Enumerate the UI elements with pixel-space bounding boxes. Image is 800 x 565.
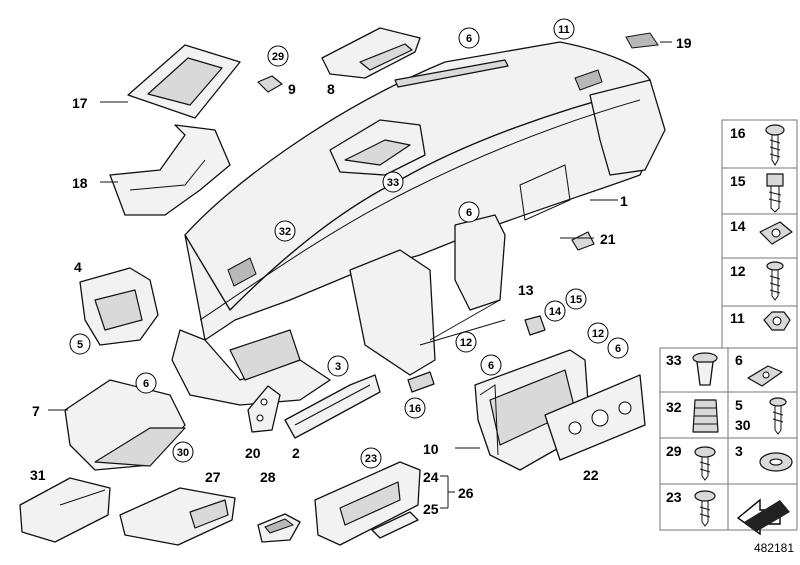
hardware-table: 16 15 14 12 11 33 6 32 5 30 29 3 23 [659, 119, 798, 536]
table-label-30: 30 [735, 417, 751, 433]
leader-lines [48, 41, 672, 509]
table-label-32: 32 [666, 399, 682, 415]
label-26: 26 [458, 485, 474, 501]
label-10: 10 [423, 441, 439, 457]
label-18: 18 [72, 175, 88, 191]
hardware-bits [407, 371, 435, 393]
circle-label-3: 3 [335, 361, 341, 373]
trim-frame-17 [127, 44, 241, 119]
control-unit-27 [119, 487, 236, 546]
bracket-18 [109, 124, 231, 216]
label-7: 7 [32, 403, 40, 419]
lower-dash-bracket [419, 214, 506, 346]
arrow-icon [736, 498, 790, 536]
table-label-5: 5 [735, 397, 743, 413]
cup-28 [257, 513, 301, 543]
table-label-12: 12 [730, 263, 746, 279]
clip-21 [571, 231, 595, 251]
circle-label-16: 16 [409, 403, 421, 415]
cover-8 [321, 27, 421, 79]
circle-label-6: 6 [466, 207, 472, 219]
circle-label-15: 15 [570, 294, 582, 306]
table-label-6: 6 [735, 352, 743, 368]
table-label-3: 3 [735, 443, 743, 459]
circle-label-12: 12 [592, 328, 604, 340]
trim-strip-2 [284, 374, 381, 439]
clip-9 [257, 75, 283, 93]
circle-label-12: 12 [460, 337, 472, 349]
label-22: 22 [583, 467, 599, 483]
vent-19 [625, 32, 659, 49]
bolt-icon [766, 173, 784, 213]
label-21: 21 [600, 231, 616, 247]
glovebox-7 [64, 379, 186, 471]
control-panel-22 [544, 374, 646, 461]
bracket-4 [79, 267, 159, 346]
label-20: 20 [245, 445, 261, 461]
clip-nut-icon [759, 221, 793, 245]
circle-label-6: 6 [466, 33, 472, 45]
screw-icon [694, 490, 716, 527]
label-31: 31 [30, 467, 46, 483]
label-27: 27 [205, 469, 221, 485]
table-label-33: 33 [666, 352, 682, 368]
bracket-13 [524, 315, 546, 336]
label-17: 17 [72, 95, 88, 111]
screw-icon [765, 124, 785, 166]
screw-icon [766, 261, 784, 301]
circle-label-11: 11 [558, 24, 570, 36]
screw-icon [769, 397, 787, 435]
screw-icon [694, 446, 716, 481]
label-2: 2 [292, 445, 300, 461]
circle-label-29: 29 [272, 51, 284, 63]
rivet-icon [692, 352, 718, 386]
label-1: 1 [620, 193, 628, 209]
circle-label-33: 33 [387, 177, 399, 189]
label-8: 8 [327, 81, 335, 97]
table-label-14: 14 [730, 218, 746, 234]
label-4: 4 [74, 259, 82, 275]
nut-icon [763, 311, 791, 331]
circled-labels: 6 11 29 33 32 6 5 3 6 16 12 6 14 15 12 6 [69, 18, 629, 469]
reference-number: 482181 [754, 541, 794, 555]
dashboard-panel [171, 41, 666, 406]
trim-plate-24 [314, 461, 421, 546]
airbag-31 [19, 477, 111, 543]
label-28: 28 [260, 469, 276, 485]
label-9: 9 [288, 81, 296, 97]
label-19: 19 [676, 35, 692, 51]
circle-label-6: 6 [488, 360, 494, 372]
plug-icon [692, 399, 719, 433]
plate-20 [247, 385, 281, 433]
label-13: 13 [518, 282, 534, 298]
circle-label-32: 32 [279, 226, 291, 238]
circle-label-23: 23 [365, 453, 377, 465]
circle-label-6: 6 [615, 343, 621, 355]
label-24: 24 [423, 469, 439, 485]
circle-label-6: 6 [143, 378, 149, 390]
circle-label-30: 30 [177, 447, 189, 459]
circle-label-14: 14 [549, 306, 562, 318]
washer-icon [759, 452, 793, 472]
label-25: 25 [423, 501, 439, 517]
part-labels: 1 2 4 7 8 9 10 13 17 18 19 20 21 22 24 2… [30, 35, 692, 517]
table-label-29: 29 [666, 443, 682, 459]
table-label-11: 11 [730, 310, 745, 326]
clip-icon [747, 365, 783, 387]
table-label-23: 23 [666, 489, 682, 505]
table-label-16: 16 [730, 125, 746, 141]
table-label-15: 15 [730, 173, 746, 189]
circle-label-5: 5 [77, 339, 83, 351]
